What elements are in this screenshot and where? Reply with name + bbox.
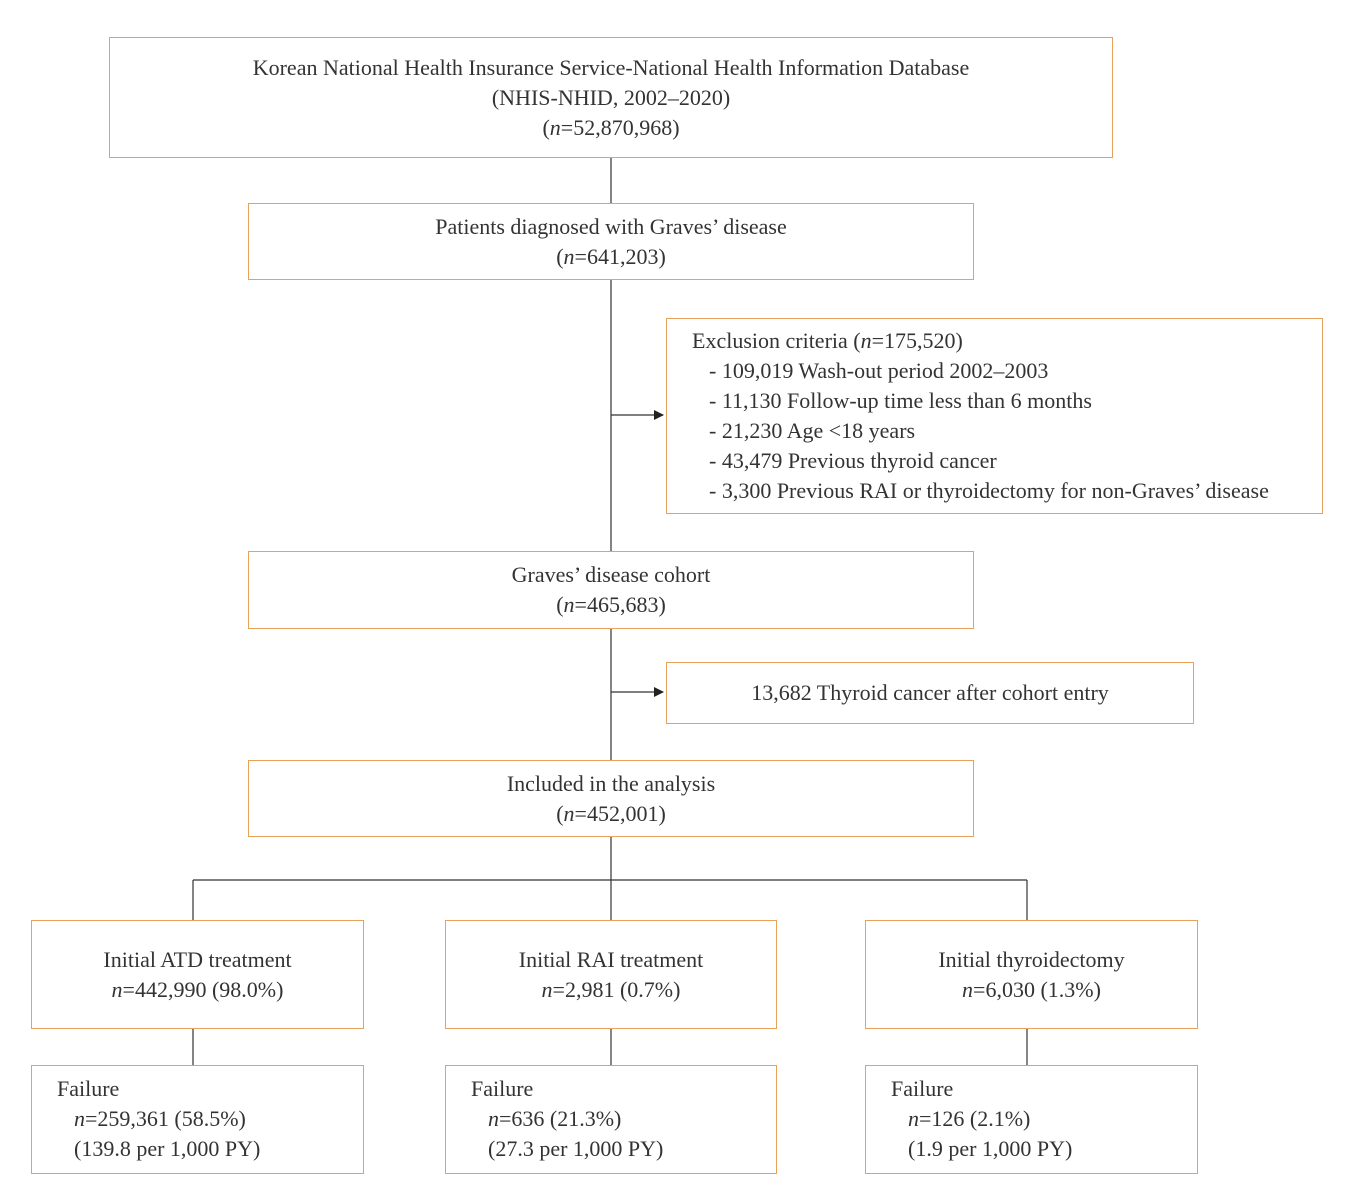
source-database-box: Korean National Health Insurance Service… [109,37,1113,158]
thyroid-cancer-label: 13,682 Thyroid cancer after cohort entry [751,680,1109,705]
rai-failure-box: Failure n=636 (21.3%) (27.3 per 1,000 PY… [445,1065,777,1174]
atd-treatment-title: Initial ATD treatment [103,946,292,972]
rai-failure-rate: (27.3 per 1,000 PY) [488,1136,664,1161]
source-database-name: Korean National Health Insurance Service… [252,54,970,80]
rai-failure-label: Failure [471,1076,534,1101]
graves-cohort-count: (n=465,683) [556,592,666,617]
thyroidectomy-failure-label: Failure [891,1076,954,1101]
exclusion-criteria-box: Exclusion criteria (n=175,520) - 109,019… [666,318,1323,514]
exclusion-item-previous-treatment: - 3,300 Previous RAI or thyroidectomy fo… [709,478,1269,503]
thyroidectomy-failure-box: Failure n=126 (2.1%) (1.9 per 1,000 PY) [865,1065,1198,1174]
rai-treatment-count: n=2,981 (0.7%) [541,976,681,1002]
thyroidectomy-treatment-count: n=6,030 (1.3%) [962,976,1101,1002]
diagnosed-patients-title: Patients diagnosed with Graves’ disease [435,213,787,239]
exclusion-criteria-title: Exclusion criteria (n=175,520) [692,328,963,353]
thyroidectomy-failure-rate: (1.9 per 1,000 PY) [908,1136,1073,1161]
thyroid-cancer-box: 13,682 Thyroid cancer after cohort entry [666,662,1194,724]
diagnosed-patients-count: (n=641,203) [556,243,666,269]
exclusion-item-washout: - 109,019 Wash-out period 2002–2003 [709,358,1049,383]
included-analysis-count: (n=452,001) [556,800,666,826]
atd-failure-label: Failure [57,1076,120,1101]
included-analysis-box: Included in the analysis (n=452,001) [248,760,974,837]
source-database-period: (NHIS-NHID, 2002–2020) [491,84,731,110]
graves-cohort-title: Graves’ disease cohort [511,562,711,587]
rai-failure-count: n=636 (21.3%) [488,1106,622,1131]
thyroidectomy-treatment-title: Initial thyroidectomy [938,946,1125,972]
atd-failure-rate: (139.8 per 1,000 PY) [74,1136,261,1161]
rai-treatment-title: Initial RAI treatment [518,946,704,972]
exclusion-item-followup: - 11,130 Follow-up time less than 6 mont… [709,388,1092,413]
thyroidectomy-failure-count: n=126 (2.1%) [908,1106,1031,1131]
included-analysis-title: Included in the analysis [506,770,716,796]
exclusion-item-age: - 21,230 Age <18 years [709,418,916,443]
atd-treatment-count: n=442,990 (98.0%) [111,976,284,1002]
rai-treatment-box: Initial RAI treatment n=2,981 (0.7%) [445,920,777,1029]
atd-failure-count: n=259,361 (58.5%) [74,1106,246,1131]
exclusion-item-previous-cancer: - 43,479 Previous thyroid cancer [709,448,997,473]
thyroidectomy-treatment-box: Initial thyroidectomy n=6,030 (1.3%) [865,920,1198,1029]
atd-failure-box: Failure n=259,361 (58.5%) (139.8 per 1,0… [31,1065,364,1174]
graves-cohort-box: Graves’ disease cohort (n=465,683) [248,551,974,629]
atd-treatment-box: Initial ATD treatment n=442,990 (98.0%) [31,920,364,1029]
diagnosed-patients-box: Patients diagnosed with Graves’ disease … [248,203,974,280]
source-database-count: (n=52,870,968) [542,114,680,140]
